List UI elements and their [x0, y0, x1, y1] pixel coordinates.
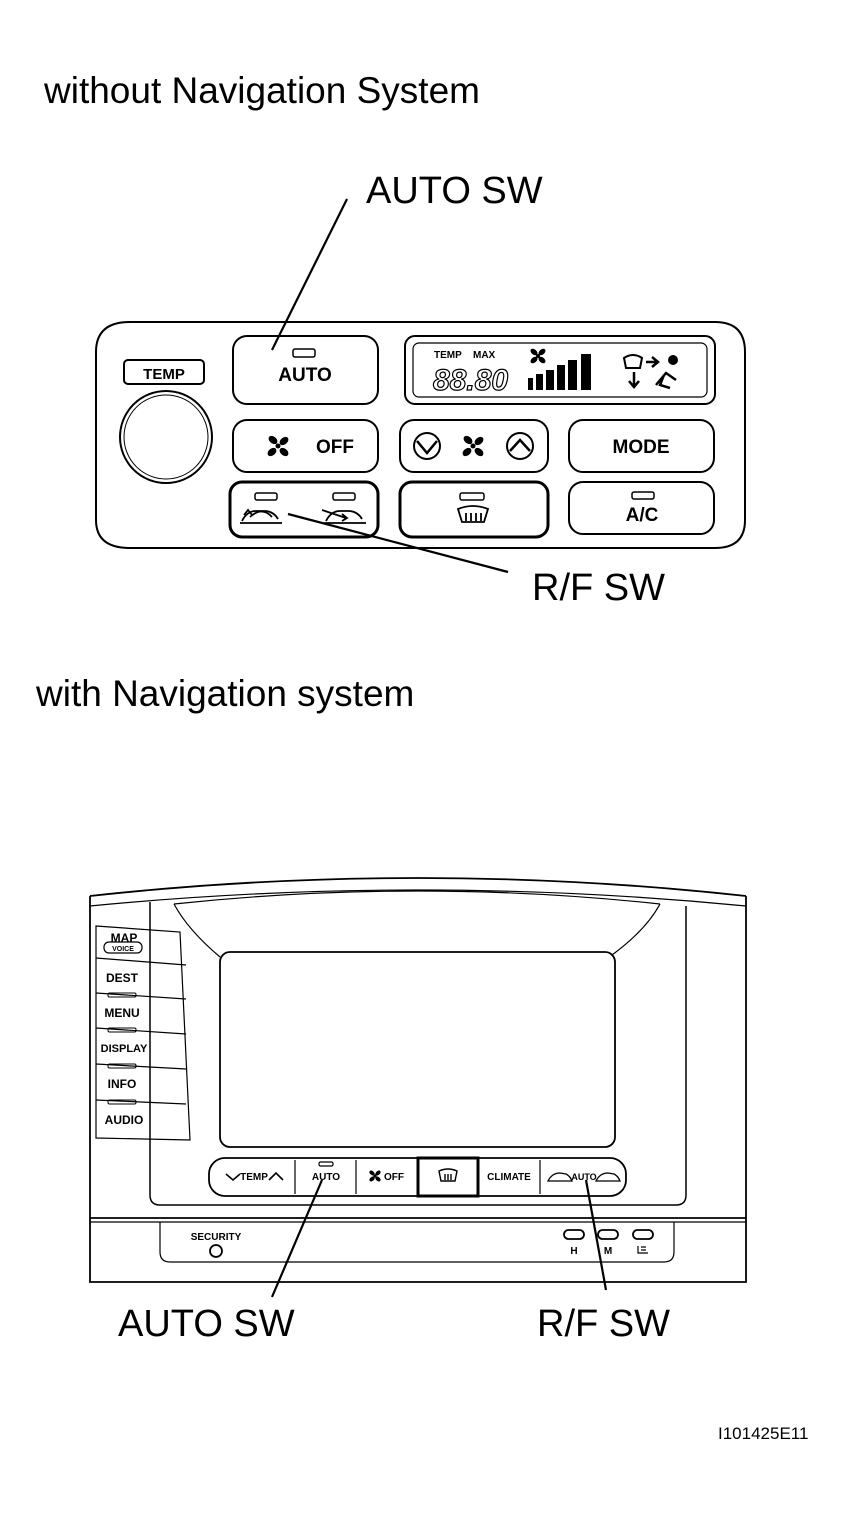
defroster-indicator [459, 492, 485, 501]
defroster-button[interactable] [398, 480, 550, 539]
ac-button[interactable] [568, 481, 715, 535]
temp-down-icon[interactable] [225, 1173, 241, 1182]
fan-speed-icon [462, 435, 484, 457]
side-button-label: MAP [111, 931, 138, 945]
heading-with-nav: with Navigation system [36, 673, 415, 714]
side-button-map[interactable]: MAP VOICE [95, 931, 187, 966]
security-indicator [209, 1244, 223, 1258]
fan-up-button[interactable] [506, 432, 534, 460]
rf-button-top[interactable] [228, 480, 380, 539]
callout-auto-sw-top: AUTO SW [366, 170, 543, 212]
side-button-dest[interactable]: DEST [95, 971, 187, 1000]
temp-dial[interactable] [119, 390, 213, 484]
navigation-unit [89, 877, 747, 1283]
side-button-display[interactable]: DISPLAY [95, 1043, 187, 1070]
lcd-display [412, 342, 708, 398]
seat-heater-icon [637, 1246, 648, 1254]
side-button-audio[interactable]: AUDIO [105, 1113, 144, 1127]
fan-off-button[interactable] [232, 419, 379, 473]
lcd-max-text: MAX [473, 350, 496, 361]
nav-rf-auto-label: AUTO [571, 1172, 596, 1182]
nav-auto-button[interactable]: AUTO [312, 1172, 340, 1183]
nav-climate-button[interactable]: CLIMATE [487, 1172, 531, 1183]
heading-without-nav: without Navigation System [44, 70, 480, 111]
mode-button[interactable] [568, 419, 715, 473]
airflow-mode-icon [622, 354, 678, 390]
chevron-down-icon [416, 440, 438, 455]
security-label: SECURITY [191, 1232, 242, 1243]
nav-defroster-icon [438, 1168, 458, 1182]
side-button-menu[interactable]: MENU [95, 1006, 187, 1035]
fan-level-bars [528, 354, 591, 390]
temp-up-icon[interactable] [268, 1171, 284, 1181]
side-button-label: AUDIO [105, 1113, 144, 1127]
off-label: OFF [316, 437, 354, 458]
ac-indicator [631, 491, 655, 500]
fan-speed-group [399, 419, 549, 473]
fresh-air-icon [594, 1172, 621, 1182]
seat-heater-h-button[interactable] [563, 1229, 585, 1240]
nav-defroster-button[interactable] [416, 1156, 480, 1198]
seat-label-h: H [570, 1246, 577, 1257]
side-button-label: MENU [104, 1006, 139, 1020]
side-button-label: DISPLAY [101, 1043, 148, 1055]
lcd-temp-text: TEMP [434, 350, 462, 361]
nav-off-button[interactable]: OFF [384, 1172, 404, 1183]
callout-auto-sw-bottom: AUTO SW [118, 1303, 295, 1345]
lcd-display-frame [404, 335, 716, 405]
fresh-indicator [332, 492, 356, 501]
figure-id: I101425E11 [718, 1424, 809, 1443]
seat-label-m: M [604, 1246, 612, 1257]
callout-rf-sw-bottom: R/F SW [537, 1303, 670, 1345]
fan-icon [267, 435, 289, 457]
climate-panel-top [95, 321, 746, 549]
callout-rf-sw-top: R/F SW [532, 567, 665, 609]
side-button-label: INFO [108, 1077, 137, 1091]
recirc-indicator [254, 492, 278, 501]
ac-label: A/C [626, 505, 659, 526]
nav-fan-icon [369, 1170, 381, 1182]
leader-rf-sw-bottom [584, 1179, 608, 1291]
chevron-up-icon [509, 438, 531, 452]
leader-auto-sw-top [271, 198, 348, 351]
nav-screen[interactable] [219, 951, 616, 1148]
side-button-sublabel: VOICE [112, 946, 134, 953]
lcd-digits: 88.80 [433, 364, 508, 397]
defroster-icon [456, 505, 490, 523]
seat-heater-m-button[interactable] [597, 1229, 619, 1240]
recirculation-icon [546, 1172, 573, 1182]
auto-label-top: AUTO [278, 365, 331, 386]
temp-label: TEMP [143, 366, 185, 383]
fresh-air-icon [321, 509, 366, 524]
leader-rf-sw-top [287, 512, 509, 574]
recirculation-icon [240, 508, 282, 524]
seat-heater-button[interactable] [632, 1229, 654, 1240]
lcd-fan-icon [530, 348, 546, 364]
temp-label-box [123, 359, 205, 385]
side-button-label: DEST [106, 971, 139, 985]
nav-temp-label: TEMP [240, 1172, 268, 1183]
auto-button-top[interactable] [232, 335, 379, 405]
auto-indicator-top [292, 348, 316, 358]
nav-rf-button[interactable]: AUTO [546, 1172, 621, 1182]
leader-auto-sw-bottom [270, 1179, 324, 1298]
fan-down-button[interactable] [413, 432, 441, 460]
mode-label: MODE [613, 437, 670, 458]
side-button-info[interactable]: INFO [95, 1077, 187, 1105]
